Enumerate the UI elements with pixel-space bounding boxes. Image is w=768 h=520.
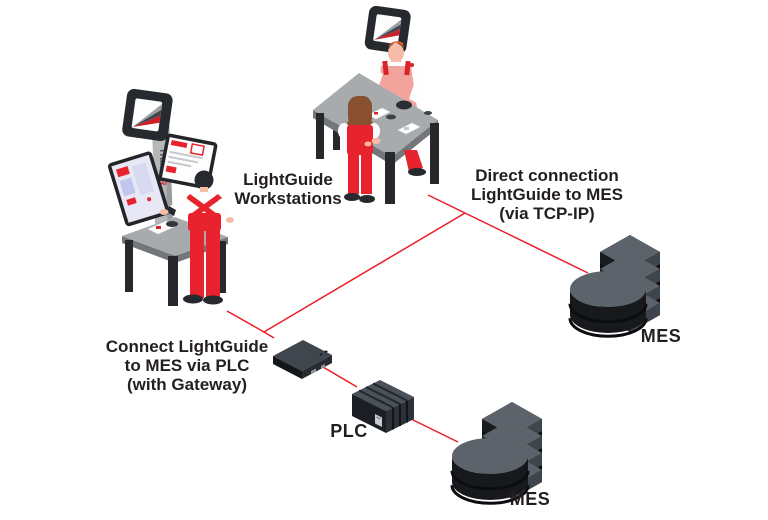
projector-icon: [122, 88, 173, 142]
mes-direct-icon: [568, 233, 662, 338]
workstation-top-illustration: [313, 5, 439, 204]
plc-icon: [352, 380, 414, 433]
workstation-left-illustration: TrainAR: [107, 88, 234, 306]
table-items: [367, 107, 432, 135]
connection-line-plc-to-mes: [408, 417, 459, 443]
connection-line-left-ws-to-gateway: [226, 310, 275, 339]
table-items: [147, 220, 178, 235]
workstations-label: LightGuide Workstations: [234, 170, 342, 209]
projector-icon: [364, 5, 411, 54]
connection-line-fork-to-junction: [263, 212, 466, 333]
connection-lines: [226, 194, 589, 443]
connection-line-gateway-to-plc: [322, 366, 358, 388]
monitor-left-icon: [107, 151, 170, 227]
plc-connection-label: Connect LightGuide to MES via PLC (with …: [105, 337, 269, 395]
worker-figure: [338, 96, 381, 203]
mes-direct-label: MES: [640, 326, 682, 346]
direct-connection-label: Direct connection LightGuide to MES (via…: [470, 166, 624, 224]
gateway-icon: [273, 340, 332, 379]
worker-figure: [159, 170, 234, 305]
mes-via-plc-label: MES: [509, 489, 551, 509]
plc-label: PLC: [330, 421, 368, 441]
